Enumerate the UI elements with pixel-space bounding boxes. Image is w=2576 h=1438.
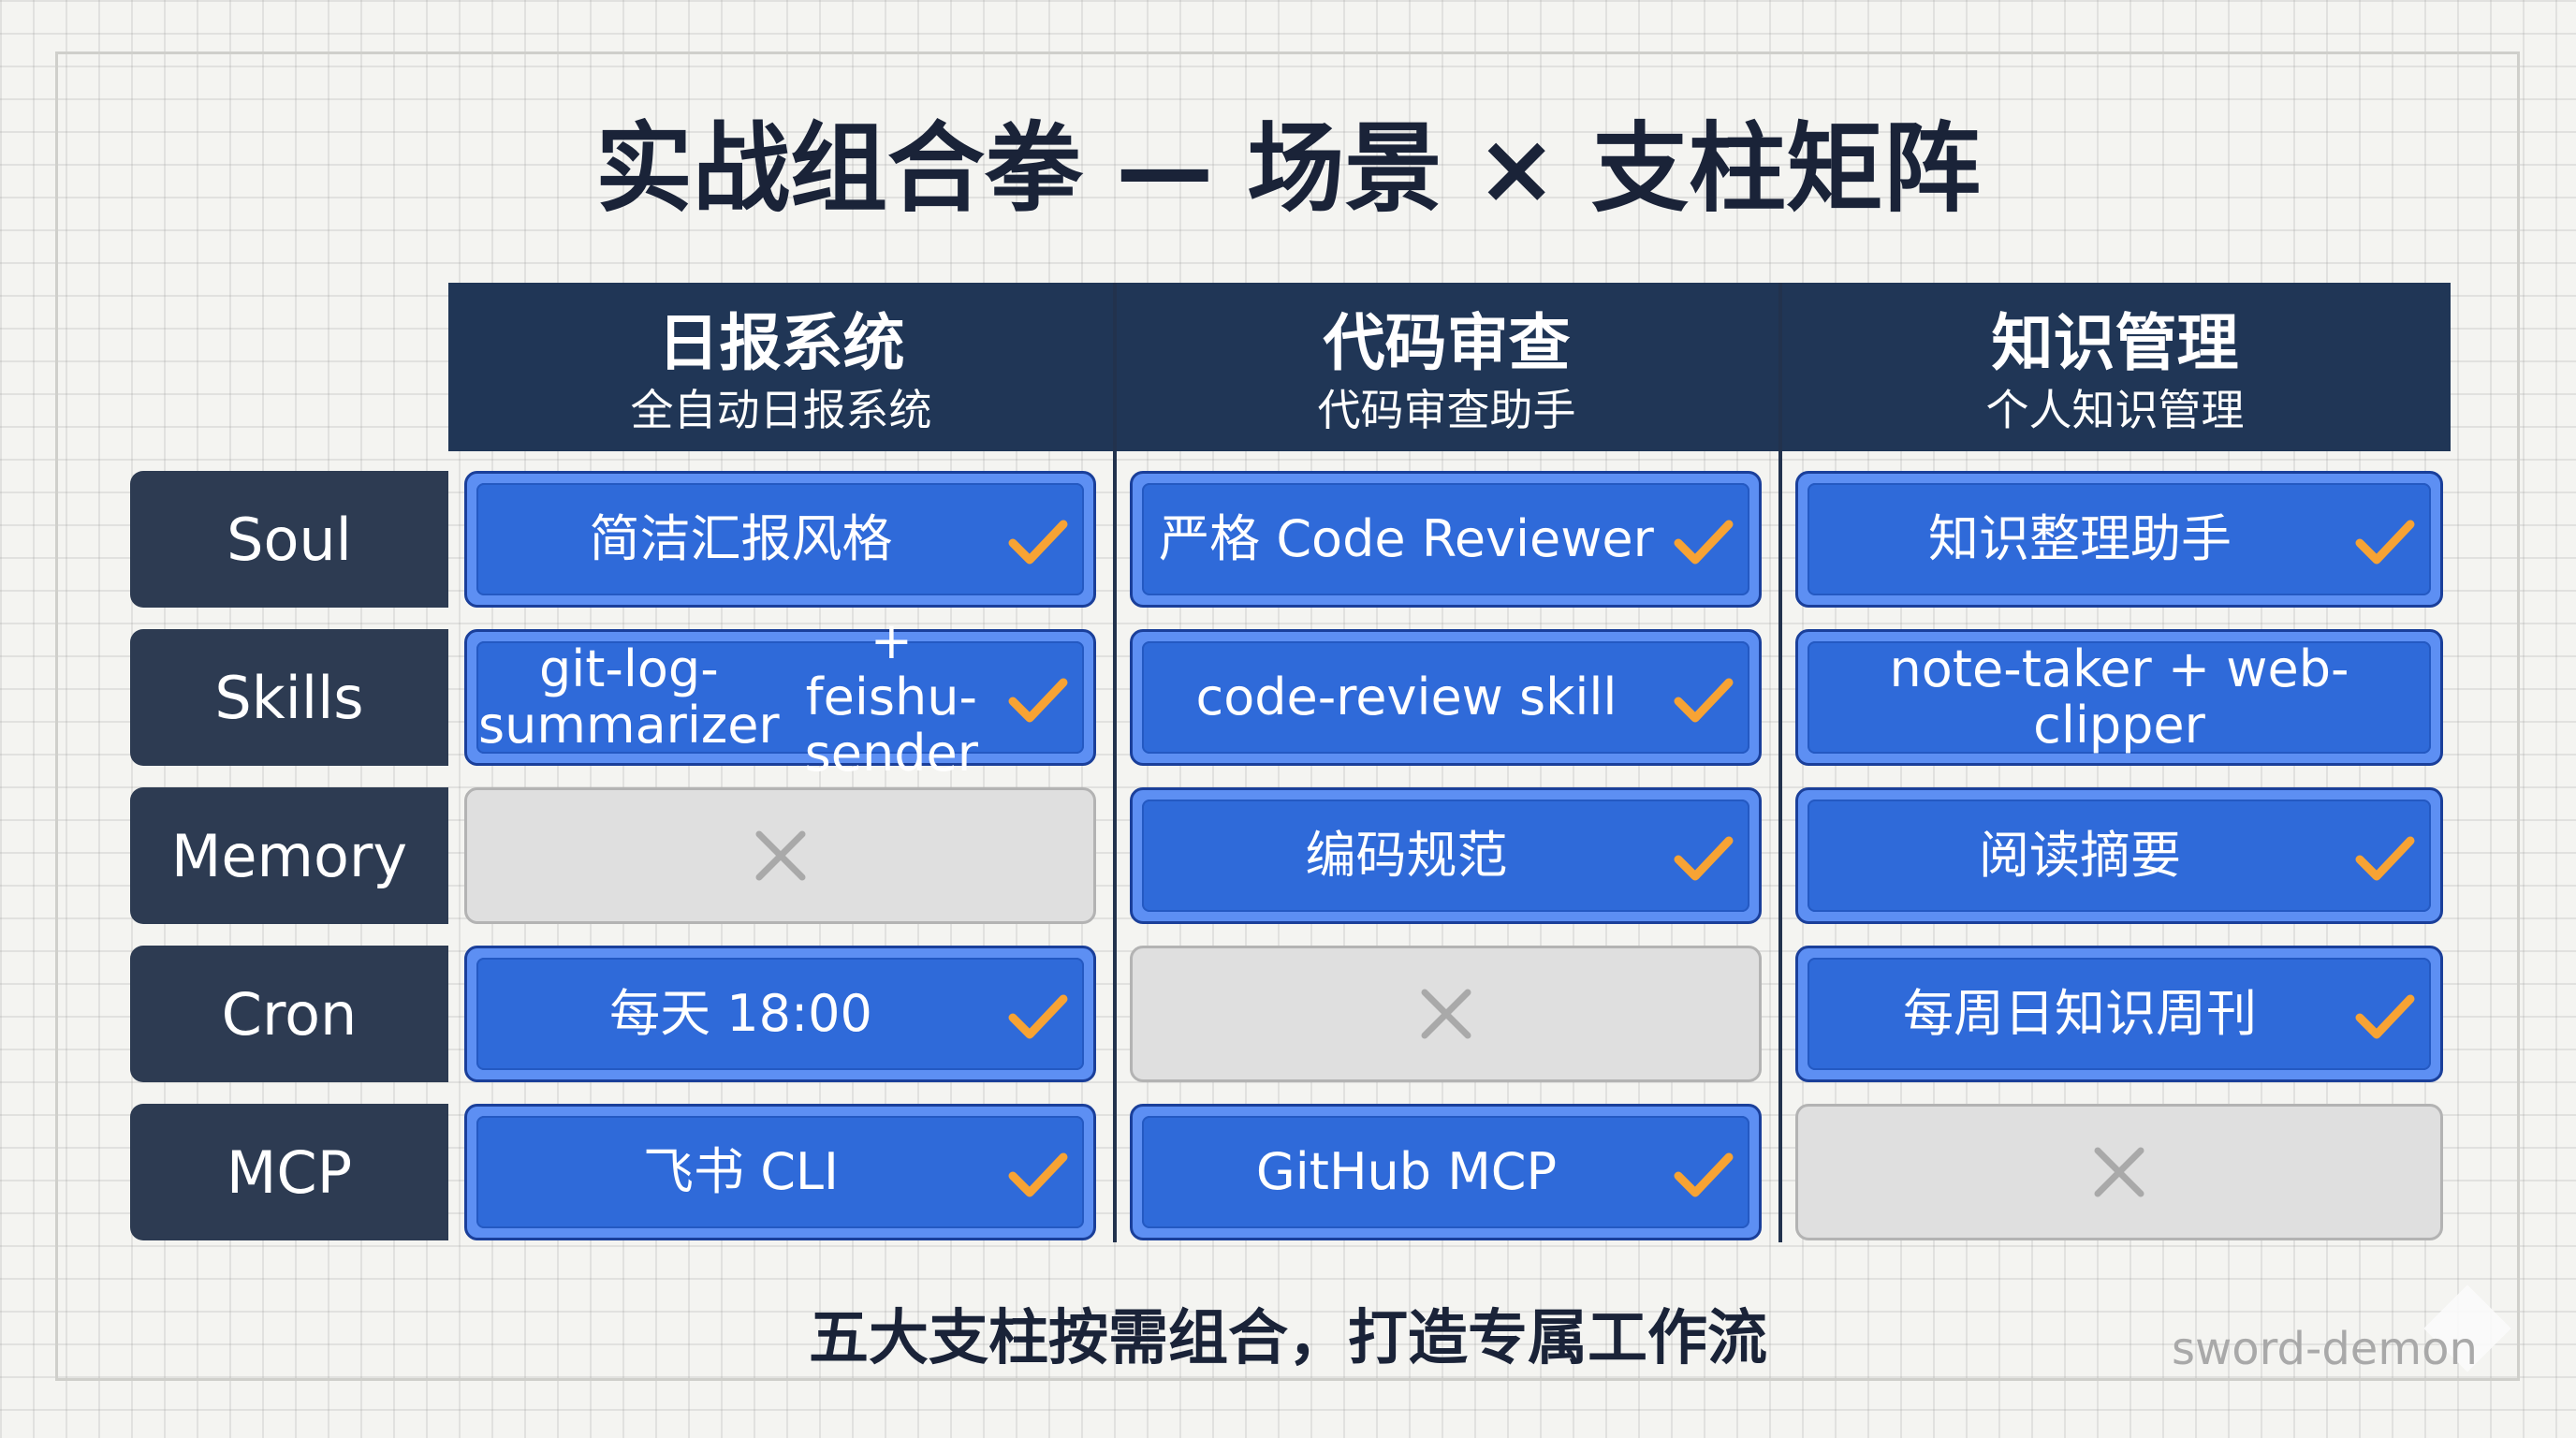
column-title: 代码审查	[1323, 307, 1571, 379]
cell-fill	[476, 483, 1084, 595]
check-icon	[2355, 836, 2415, 881]
column-divider-2	[1778, 283, 1782, 1242]
column-subtitle: 代码审查助手	[1317, 385, 1576, 435]
cross-icon	[2094, 1147, 2144, 1197]
row-header-memory: Memory	[130, 787, 448, 924]
check-icon	[1008, 678, 1068, 723]
cell-label-line: 阅读摘要	[1979, 826, 2181, 885]
cell-label: GitHub MCP	[1144, 1107, 1669, 1238]
cell-fill	[1808, 800, 2431, 912]
cell-label: 阅读摘要	[1809, 790, 2350, 921]
check-icon	[1008, 1152, 1068, 1197]
matrix-cell: GitHub MCP	[1130, 1104, 1762, 1240]
cell-label-line: code-review skill	[1195, 668, 1617, 726]
cell-label: 飞书 CLI	[478, 1107, 1003, 1238]
matrix-cell: 飞书 CLI	[464, 1104, 1096, 1240]
cell-label: 简洁汇报风格	[478, 474, 1003, 605]
matrix-cell: 简洁汇报风格	[464, 471, 1096, 608]
matrix-cell: 每天 18:00	[464, 946, 1096, 1082]
row-header-soul: Soul	[130, 471, 448, 608]
matrix-cell: 阅读摘要	[1795, 787, 2443, 924]
matrix-cell: note-taker + web-clipper	[1795, 629, 2443, 766]
check-icon	[1674, 1152, 1734, 1197]
cell-label-line: 严格 Code Reviewer	[1159, 509, 1654, 568]
cell-label-line: note-taker + web-clipper	[1889, 639, 2349, 755]
cell-label-line: 知识整理助手	[1928, 509, 2232, 568]
cell-label-line: 编码规范	[1305, 826, 1508, 885]
check-icon	[2355, 994, 2415, 1039]
matrix-cell: code-review skill	[1130, 629, 1762, 766]
column-subtitle: 全自动日报系统	[630, 385, 932, 435]
cell-label: code-review skill	[1144, 632, 1669, 763]
cell-fill	[1142, 483, 1749, 595]
column-title: 知识管理	[1991, 307, 2239, 379]
cell-fill	[1808, 641, 2431, 754]
cell-fill	[476, 958, 1084, 1070]
cell-label: 严格 Code Reviewer	[1144, 474, 1669, 605]
footer-caption: 五大支柱按需组合，打造专属工作流	[809, 1304, 1767, 1373]
matrix-cell: git-log-summarizer+ feishu-sender	[464, 613, 1096, 782]
cell-label: 编码规范	[1144, 790, 1669, 921]
cell-label: 每天 18:00	[478, 948, 1003, 1079]
page-title: 实战组合拳 — 场景 × 支柱矩阵	[595, 111, 1981, 226]
check-icon	[1674, 836, 1734, 881]
cell-label: git-log-summarizer+ feishu-sender	[478, 613, 1003, 782]
cell-label-line: 每天 18:00	[609, 984, 872, 1043]
cell-fill	[1142, 1116, 1749, 1228]
cell-label-line: 简洁汇报风格	[589, 509, 893, 568]
cell-fill	[476, 1116, 1084, 1228]
matrix-cell	[1795, 1104, 2443, 1240]
watermark: sword-demon	[2172, 1323, 2478, 1375]
cell-label-line: + feishu-sender	[804, 611, 978, 783]
cell-fill	[1142, 641, 1749, 754]
column-header-2: 代码审查代码审查助手	[1114, 283, 1779, 451]
cell-fill	[476, 641, 1084, 754]
check-icon	[1674, 520, 1734, 565]
matrix-cell: 严格 Code Reviewer	[1130, 471, 1762, 608]
matrix-cell	[1130, 946, 1762, 1082]
row-header-skills: Skills	[130, 629, 448, 766]
cell-label-line: 飞书 CLI	[643, 1142, 839, 1201]
cell-label: 知识整理助手	[1809, 474, 2350, 605]
matrix-cell: 每周日知识周刊	[1795, 946, 2443, 1082]
matrix-cell	[464, 787, 1096, 924]
column-subtitle: 个人知识管理	[1985, 385, 2245, 435]
row-header-cron: Cron	[130, 946, 448, 1082]
cell-label-line: 每周日知识周刊	[1903, 984, 2257, 1043]
cross-icon	[1421, 989, 1471, 1039]
matrix-cell: 知识整理助手	[1795, 471, 2443, 608]
column-header-3: 知识管理个人知识管理	[1779, 283, 2451, 451]
cell-fill	[1808, 483, 2431, 595]
check-icon	[1008, 994, 1068, 1039]
cell-label-line: git-log-summarizer	[478, 639, 780, 755]
cell-fill	[1808, 958, 2431, 1070]
cell-fill	[1142, 800, 1749, 912]
column-header-1: 日报系统全自动日报系统	[448, 283, 1114, 451]
row-header-mcp: MCP	[130, 1104, 448, 1240]
cross-icon	[755, 830, 805, 881]
column-divider-1	[1113, 283, 1117, 1242]
column-title: 日报系统	[657, 307, 905, 379]
check-icon	[1008, 520, 1068, 565]
cell-label: 每周日知识周刊	[1809, 948, 2350, 1079]
check-icon	[2355, 520, 2415, 565]
matrix-cell: 编码规范	[1130, 787, 1762, 924]
cell-label: note-taker + web-clipper	[1809, 632, 2429, 763]
cell-label-line: GitHub MCP	[1255, 1142, 1558, 1201]
check-icon	[1674, 678, 1734, 723]
outer-frame	[55, 51, 2520, 1381]
